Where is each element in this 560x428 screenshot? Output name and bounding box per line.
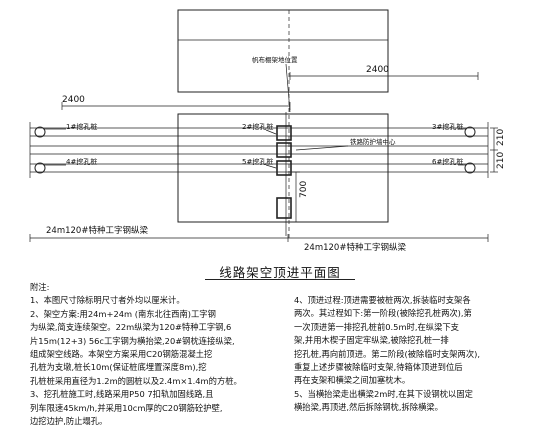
dim-700: 700 [299, 181, 309, 198]
label-protect-wall: 铁路防护墙中心 [350, 137, 396, 146]
notes-left: 附注: 1、本图尺寸除标明尺寸者外均以厘米计。 2、架空方案:用24m+24m … [30, 281, 278, 428]
note-line: 再在支架和横梁之间加塞枕木。 [294, 375, 411, 386]
dim-210-b: 210 [496, 152, 506, 169]
pile-6-label: 6#挖孔桩 [432, 157, 463, 166]
center-pile-top [276, 125, 292, 141]
lower-box [177, 113, 389, 223]
pile-5-label: 5#挖孔桩 [242, 157, 273, 166]
dim-left-top: 2400 [62, 95, 85, 105]
note-line: 挖孔桩,再向前顶进。第二阶段(被除临时支架两次), [294, 348, 480, 359]
note-line: 孔桩为支墩,桩长10m(保证桩底埋置深度8m),挖 [30, 362, 207, 373]
drawing-title: 线路架空顶进平面图 [219, 265, 341, 280]
note-line: 架,并用木楔子固定牢纵梁,被除挖孔桩一排 [294, 335, 449, 346]
pile-6-circle [464, 162, 476, 174]
title-underline [205, 279, 355, 280]
pile-4-label: 4#挖孔桩 [66, 157, 97, 166]
note-line: 孔桩桩采用直径为1.2m的圆桩以及2.4m×1.4m的方桩。 [30, 375, 242, 386]
pile-3-label: 3#挖孔桩 [432, 122, 463, 131]
beam-right-label: 24m120#特种工字钢纵梁 [304, 242, 406, 253]
note-line: 组成架空线路。本架空方案采用C20钢筋混凝土挖 [30, 349, 213, 360]
note-line: 横抬梁,再顶进,然后拆除钢枕,拆除横梁。 [294, 402, 443, 413]
pile-2-label: 2#挖孔桩 [242, 122, 273, 131]
pile-3-circle [464, 126, 476, 138]
center-pile-mid [276, 142, 292, 158]
note-line: 为纵梁,简支连续架空。22m纵梁为120#特种工字钢,6 [30, 322, 232, 333]
note-line: 一次顶进第一排挖孔桩前0.5m时,在纵梁下支 [294, 321, 459, 332]
center-pile-foot [276, 197, 292, 219]
note-line: 1、本图尺寸除标明尺寸者外均以厘米计。 [30, 295, 185, 306]
plan-drawing: 帆布棚架地位置 2400 2400 1#挖孔桩 4#挖孔桩 3#挖孔桩 6#挖孔… [29, 9, 506, 253]
note-line: 4、顶进过程:顶进需要被桩两次,拆装临时支架各 [294, 295, 471, 305]
pile-4-circle [34, 162, 46, 174]
note-line: 边挖边护,防止塌孔。 [30, 416, 108, 427]
pile-1-label: 1#挖孔桩 [66, 122, 97, 131]
note-line: 片15m(12+3) 56c工字钢为横抬梁,20#钢枕连接纵梁, [30, 335, 235, 346]
top-box [177, 9, 389, 93]
note-heading: 附注: [30, 282, 50, 292]
note-line: 5、当横抬梁走出横梁2m时,在其下设钢枕以固定 [294, 388, 473, 399]
note-line: 两次。其过程如下:第一阶段(被除挖孔桩两次),第 [294, 308, 472, 319]
beam-left-label: 24m120#特种工字钢纵梁 [46, 225, 148, 236]
leader-top-box [285, 63, 291, 113]
dim-right-top: 2400 [366, 65, 389, 75]
note-line: 列车限速45km/h,并采用10cm厚的C20钢筋砼护壁, [30, 402, 223, 413]
pile-1-circle [34, 126, 46, 138]
label-top-box: 帆布棚架地位置 [252, 55, 298, 64]
center-pile-bottom [276, 160, 292, 176]
note-line: 2、架空方案:用24m+24m (南东北往西南)工字钢 [30, 308, 216, 319]
notes-right: 4、顶进过程:顶进需要被桩两次,拆装临时支架各 两次。其过程如下:第一阶段(被除… [294, 294, 534, 415]
dim-210-a: 210 [496, 129, 506, 146]
note-line: 3、挖孔桩施工时,线路采用P50 7扣轨加固线路,且 [30, 389, 214, 400]
note-line: 重复上述步骤被除临时支架,待箱体顶进到位后 [294, 362, 463, 373]
